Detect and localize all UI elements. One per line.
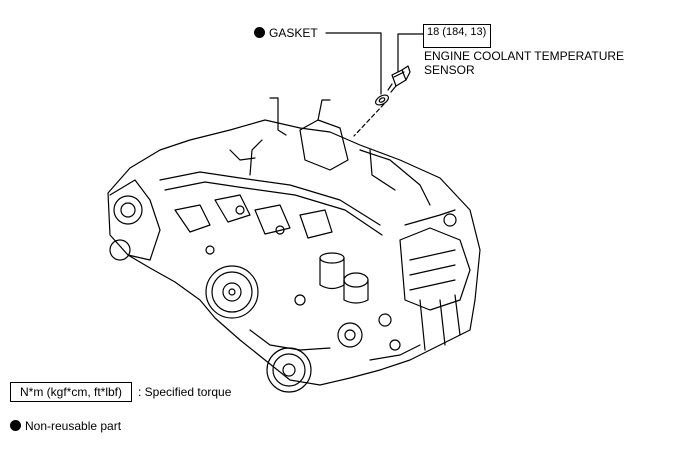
gasket-callout: GASKET [254, 27, 318, 40]
gasket-leader-line [325, 32, 382, 95]
torque-value-box: 18 (184, 13) [423, 24, 491, 48]
nonreusable-legend-desc: Non-reusable part [25, 419, 122, 433]
coolant-sensor-part [387, 65, 411, 93]
torque-legend-desc: : Specified torque [138, 385, 232, 399]
non-reusable-dot-icon [254, 27, 265, 38]
install-dashed-line [353, 103, 385, 137]
gasket-label: GASKET [269, 26, 318, 40]
nonreusable-legend: Non-reusable part [10, 420, 121, 433]
engine-block-outline [107, 97, 481, 393]
torque-unit-legend-box: N*m (kgf*cm, ft*lbf) [10, 382, 132, 402]
sensor-name-line1: ENGINE COOLANT TEMPERATURE [424, 49, 625, 63]
non-reusable-dot-icon [10, 420, 21, 431]
gasket-part [375, 94, 389, 106]
sensor-name-line2: SENSOR [424, 63, 475, 77]
sensor-leader-line [397, 33, 424, 79]
